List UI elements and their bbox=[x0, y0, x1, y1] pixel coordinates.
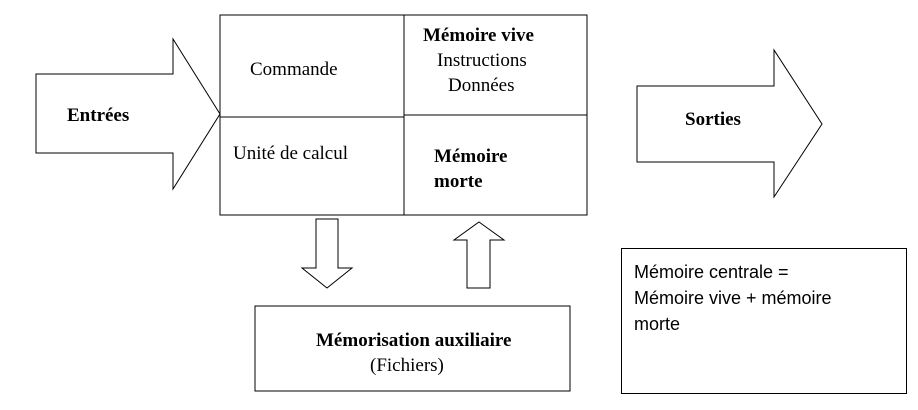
ram-title: Mémoire vive bbox=[423, 25, 534, 46]
central-memory-note-line3: morte bbox=[634, 314, 681, 334]
auxiliary-storage-box bbox=[254, 305, 571, 392]
outputs-arrow bbox=[636, 48, 823, 199]
rom-label-line1: Mémoire bbox=[434, 146, 508, 167]
alu-label: Unité de calcul bbox=[233, 143, 349, 164]
auxiliary-storage-subtitle: (Fichiers) bbox=[370, 355, 444, 376]
central-memory-note: Mémoire centrale = Mémoire vive + mémoir… bbox=[621, 248, 907, 394]
central-memory-note-line1: Mémoire centrale = bbox=[634, 262, 789, 282]
control-unit-label: Commande bbox=[250, 59, 338, 80]
down-arrow bbox=[300, 218, 354, 289]
auxiliary-storage-title: Mémorisation auxiliaire bbox=[316, 330, 512, 351]
ram-data-label: Données bbox=[448, 75, 515, 96]
outputs-label: Sorties bbox=[685, 109, 741, 130]
central-memory-note-line2: Mémoire vive + mémoire bbox=[634, 288, 832, 308]
rom-label-line2: morte bbox=[434, 171, 483, 192]
inputs-label: Entrées bbox=[67, 105, 130, 126]
inputs-arrow bbox=[35, 37, 221, 191]
up-arrow bbox=[452, 221, 506, 289]
ram-instructions-label: Instructions bbox=[437, 50, 527, 71]
